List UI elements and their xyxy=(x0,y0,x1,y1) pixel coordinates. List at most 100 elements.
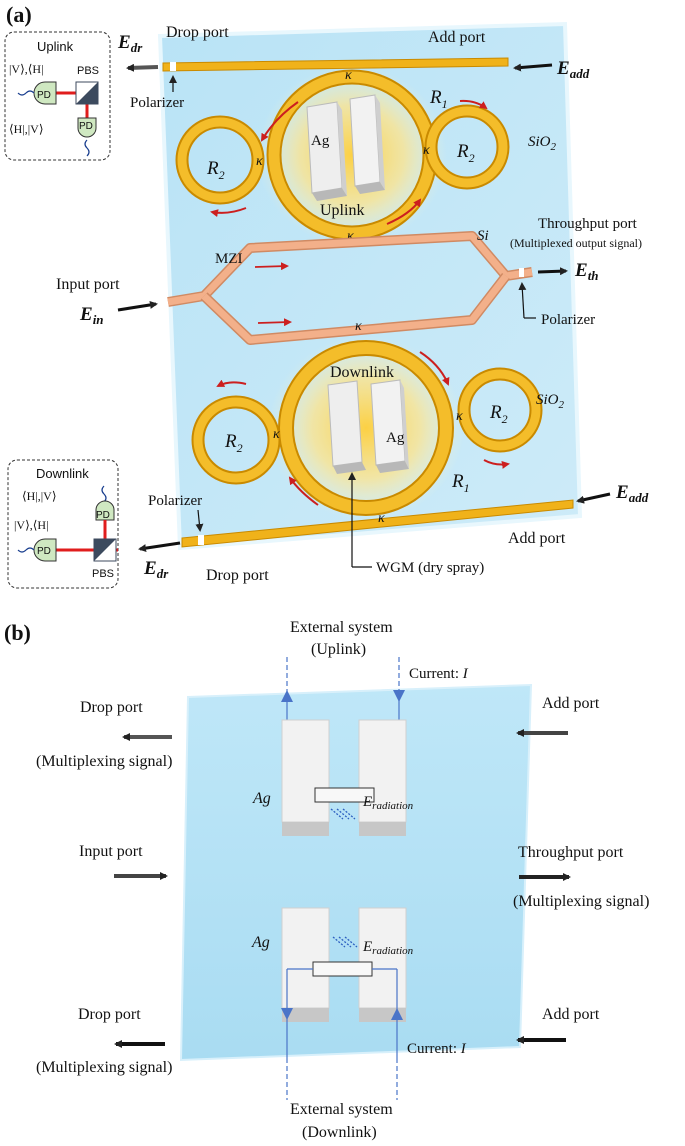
polarizer-top-label: Polarizer xyxy=(130,95,184,111)
multiplexed-output-label: (Multiplexed output signal) xyxy=(510,236,642,250)
e-dr-top-label: Edr xyxy=(117,32,143,55)
current-top-label: Current: I xyxy=(409,666,469,682)
uplink-box-ket2: ⟨H|,|V⟩ xyxy=(9,122,44,136)
ag-label-uplink: Ag xyxy=(311,133,330,149)
ag-electrodes-top xyxy=(281,719,407,836)
uplink-resonator xyxy=(175,65,510,245)
uplink-pd-2-label: PD xyxy=(79,121,93,132)
downlink-box-title: Downlink xyxy=(36,466,89,481)
uplink-detector-box: Uplink |V⟩,⟨H| PBS PD PD ⟨H|,|V⟩ xyxy=(4,31,111,161)
kappa-uplink-top: κ xyxy=(345,68,352,83)
e-add-bottom-label: Eadd xyxy=(615,482,649,505)
e-dr-bottom-arrow xyxy=(138,541,181,553)
e-dr-top-arrow xyxy=(126,63,159,72)
ag-top-label: Ag xyxy=(252,790,271,807)
uplink-pbs-cube xyxy=(75,81,99,105)
external-downlink-label-1: External system xyxy=(290,1101,393,1118)
downlink-pd-1 xyxy=(95,500,115,521)
downlink-box-ket2: |V⟩,⟨H| xyxy=(14,518,49,532)
uplink-label: Uplink xyxy=(320,202,364,219)
bottom-bus-waveguide xyxy=(181,499,574,548)
drop-port-b-bottom-label: Drop port xyxy=(78,1006,141,1023)
radiation-arrows-top xyxy=(330,808,356,820)
e-th-label: Eth xyxy=(574,260,599,283)
e-add-bottom-arrow xyxy=(576,492,611,504)
external-uplink-label-1: External system xyxy=(290,619,393,636)
downlink-down-arrowhead xyxy=(281,1008,293,1020)
downlink-label: Downlink xyxy=(330,364,394,381)
polarizer-right-label: Polarizer xyxy=(541,312,595,328)
r2-downlink-left-label: R2 xyxy=(224,431,243,455)
drop-port-bottom-label: Drop port xyxy=(206,567,269,584)
downlink-box-pbs: PBS xyxy=(92,568,114,580)
downlink-pd-2-label: PD xyxy=(37,546,51,557)
downlink-pd-1-label: PD xyxy=(96,510,110,521)
polarizer-right-pointer-stem xyxy=(518,282,527,319)
external-downlink-label-2: (Downlink) xyxy=(302,1124,377,1141)
throughput-port-a-label: Throughput port xyxy=(538,216,638,232)
r2-uplink-right-label: R2 xyxy=(456,141,475,165)
multiplexing-b-top-label: (Multiplexing signal) xyxy=(36,753,172,770)
sio2-top-label: SiO2 xyxy=(528,134,557,153)
kappa-uplink-right: κ xyxy=(423,143,430,158)
kappa-mzi-bottom: κ xyxy=(355,319,362,334)
mzi-waveguide xyxy=(167,231,533,345)
uplink-pd-1-label: PD xyxy=(37,90,51,101)
chip-b xyxy=(179,683,533,1062)
uplink-pd-1 xyxy=(33,81,57,105)
multiplexing-b-bottom-label: (Multiplexing signal) xyxy=(36,1059,172,1076)
radiation-arrows-bottom xyxy=(332,936,358,948)
e-add-top-label: Eadd xyxy=(556,58,590,81)
ag-block-uplink-2 xyxy=(349,94,381,187)
ag-block-downlink-2 xyxy=(370,379,406,466)
r2-downlink-right-label: R2 xyxy=(489,402,508,426)
panel-b-label: (b) xyxy=(4,620,31,645)
downlink-up-arrowhead xyxy=(391,1008,403,1020)
r1-downlink-label: R1 xyxy=(451,471,470,495)
e-radiation-top: Eradiation xyxy=(362,794,414,812)
uplink-flow-arrows xyxy=(210,99,488,225)
uplink-box-title: Uplink xyxy=(37,39,74,54)
r2-uplink-left-label: R2 xyxy=(206,158,225,182)
uplink-box-pbs: PBS xyxy=(77,65,99,77)
polarizer-bottom-label: Polarizer xyxy=(148,493,202,509)
downlink-flow-arrows xyxy=(216,351,510,506)
ag-label-downlink: Ag xyxy=(386,430,405,446)
e-radiation-bottom: Eradiation xyxy=(362,939,414,957)
current-bottom-label: Current: I xyxy=(407,1041,467,1057)
ag-block-downlink-1 xyxy=(327,380,363,467)
wgm-callout: WGM (dry spray) xyxy=(348,472,484,576)
kappa-downlink-right: κ xyxy=(456,409,463,424)
drop-port-b-top-label: Drop port xyxy=(80,699,143,716)
kappa-uplink-bottom: κ xyxy=(347,229,354,244)
sio2-bottom-label: SiO2 xyxy=(536,392,565,411)
add-port-bottom-label: Add port xyxy=(508,530,566,547)
r1-uplink-label: R1 xyxy=(429,87,448,111)
e-th-arrow xyxy=(537,267,568,276)
wgm-label: WGM (dry spray) xyxy=(376,560,484,576)
input-port-a-label: Input port xyxy=(56,276,120,293)
downlink-pbs-cube xyxy=(93,538,117,562)
throughput-port-b-label: Throughput port xyxy=(518,844,624,861)
add-port-b-top-label: Add port xyxy=(542,695,600,712)
add-port-b-bottom-label: Add port xyxy=(542,1006,600,1023)
e-in-arrow xyxy=(117,300,158,312)
kappa-downlink-left: κ xyxy=(273,427,280,442)
e-dr-bottom-label: Edr xyxy=(143,558,169,581)
downlink-detector-box: Downlink ⟨H|,|V⟩ PD |V⟩,⟨H| PD PBS xyxy=(7,459,119,589)
downlink-box-ket1: ⟨H|,|V⟩ xyxy=(22,489,57,503)
ag-bottom-label: Ag xyxy=(251,934,270,951)
uplink-up-arrowhead xyxy=(281,690,293,702)
downlink-resonator xyxy=(191,336,543,520)
mzi-flow-arrows xyxy=(254,262,292,327)
drop-port-top-label: Drop port xyxy=(166,24,229,41)
multiplexing-b-right-label: (Multiplexing signal) xyxy=(513,893,649,910)
downlink-pd-2 xyxy=(33,538,57,562)
uplink-down-arrowhead xyxy=(393,690,405,702)
kappa-uplink-left: κ xyxy=(256,154,263,169)
uplink-box-ket1: |V⟩,⟨H| xyxy=(9,62,44,76)
si-label: Si xyxy=(477,228,489,244)
panel-a-label: (a) xyxy=(6,2,32,27)
e-add-top-arrow xyxy=(513,63,553,72)
